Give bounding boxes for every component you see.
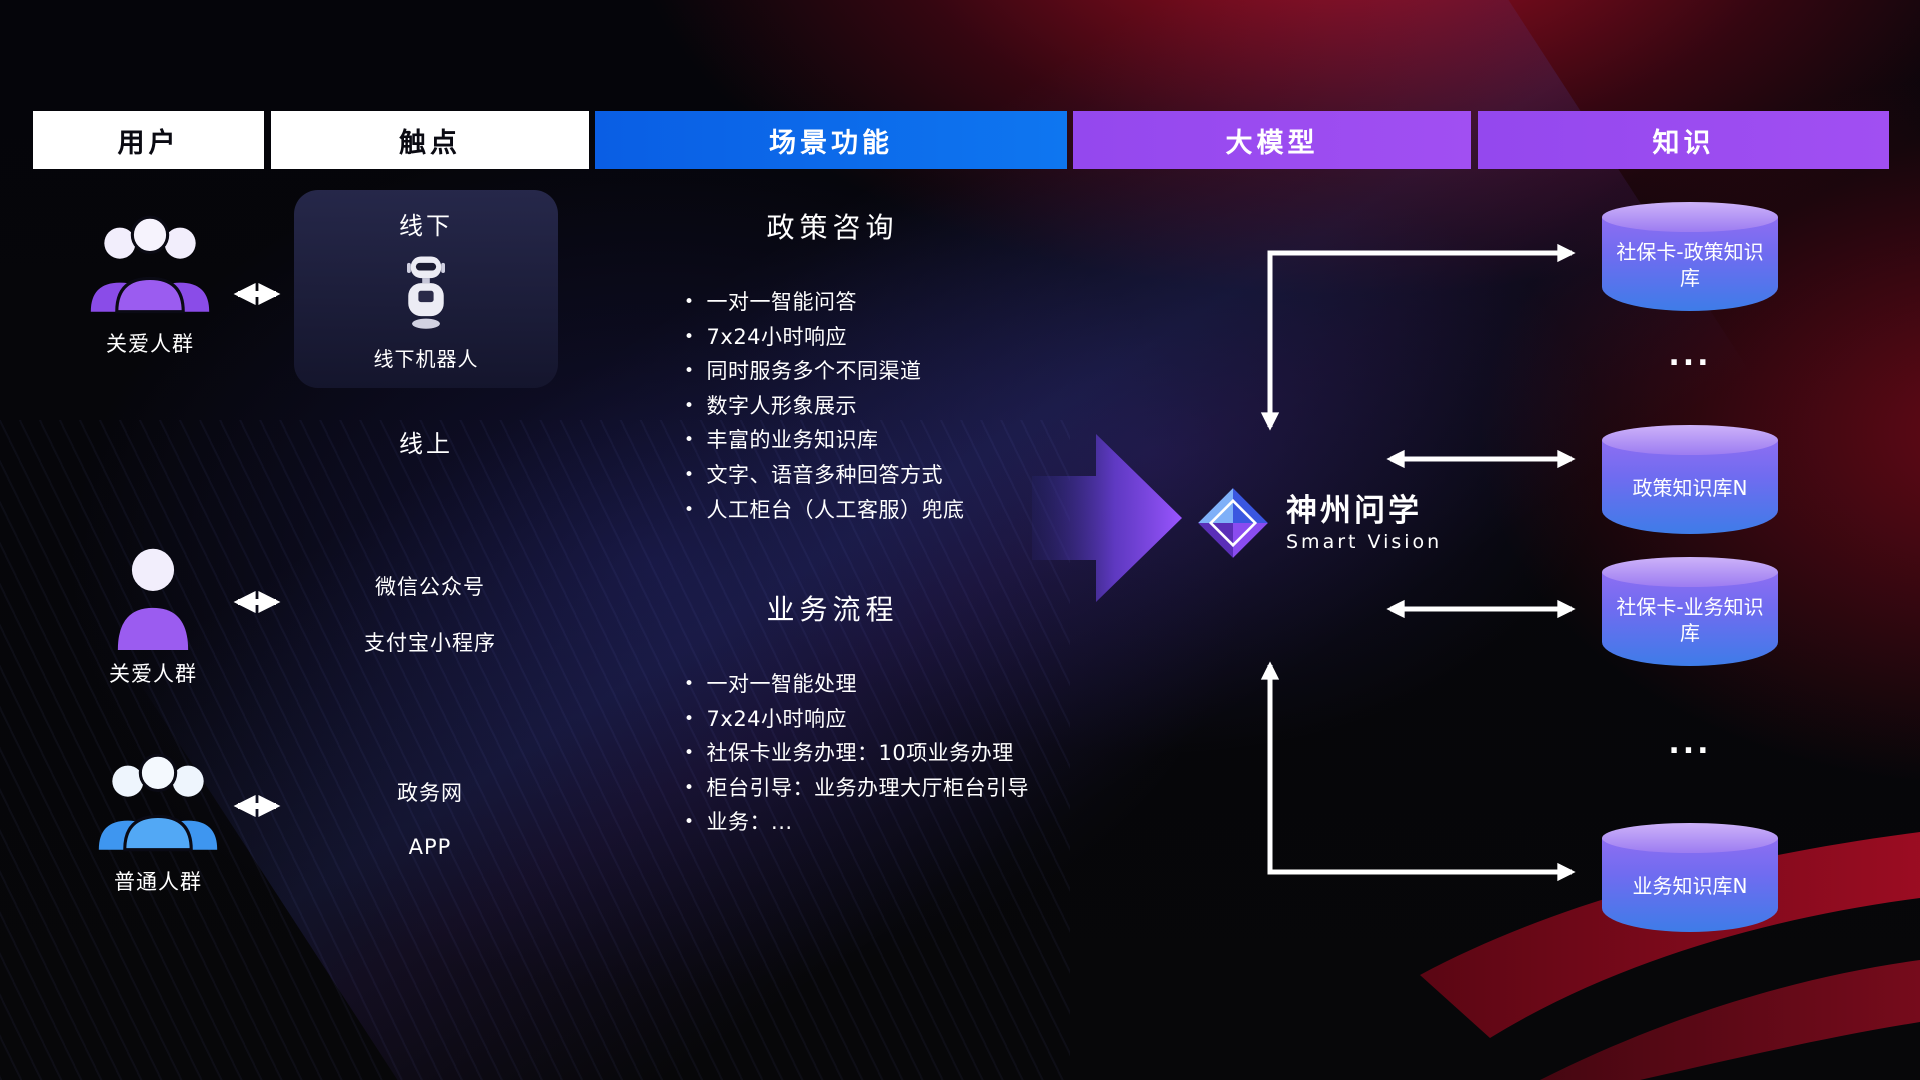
column-header-knowledge: 知识 (1478, 111, 1889, 169)
scene-bullet: 业务：... (684, 806, 1065, 841)
scene-title: 政策咨询 (766, 211, 899, 244)
brand-text-block: 神州问学 Smart Vision (1286, 494, 1442, 553)
knowledge-db-business-sscard: 社保卡-业务知识库 (1602, 557, 1778, 667)
knowledge-db-label: 政策知识库N (1632, 476, 1748, 500)
knowledge-db-label: 业务知识库N (1632, 874, 1748, 898)
knowledge-ellipsis: ... (1668, 726, 1712, 761)
scene-bullet: 社保卡业务办理：10项业务办理 (684, 737, 1065, 772)
scene-bullet: 一对一智能问答 (684, 286, 1065, 321)
scene-bullet-list: 一对一智能问答 7x24小时响应 同时服务多个不同渠道 数字人形象展示 丰富的业… (600, 286, 1065, 528)
column-header-users-label: 用户 (117, 127, 180, 159)
column-header-users: 用户 (33, 111, 264, 169)
cylinder-top (1602, 425, 1778, 455)
cylinder-body (1602, 572, 1778, 666)
user-group-care-1: 关爱人群 (52, 212, 248, 358)
scene-policy-consulting: 政策咨询 一对一智能问答 7x24小时响应 同时服务多个不同渠道 数字人形象展示… (600, 206, 1065, 528)
knowledge-db-label: 社保卡-业务知识库 (1616, 595, 1764, 645)
scene-bullet: 一对一智能处理 (684, 668, 1065, 703)
knowledge-db-policy-n: 政策知识库N (1602, 425, 1778, 535)
touchpoint-wechat: 微信公众号 (375, 575, 485, 599)
scene-bullet: 数字人形象展示 (684, 390, 1065, 425)
scene-bullet: 人工柜台（人工客服）兜底 (684, 494, 1065, 529)
user-group-general: 普通人群 (60, 750, 256, 896)
scene-bullet: 文字、语音多种回答方式 (684, 459, 1065, 494)
column-header-touchpoints: 触点 (271, 111, 589, 169)
online-title: 线上 (399, 430, 453, 458)
user-label: 普通人群 (114, 870, 202, 894)
scene-business-process: 业务流程 一对一智能处理 7x24小时响应 社保卡业务办理：10项业务办理 柜台… (600, 588, 1065, 841)
touchpoint-gov-web: 政务网 (397, 781, 463, 805)
offline-robot-label: 线下机器人 (373, 347, 479, 371)
user-single-care: 关爱人群 (55, 546, 251, 688)
flow-arrow-to-model (1032, 434, 1182, 602)
knowledge-ellipsis: ... (1668, 338, 1712, 373)
column-header-scenes: 场景功能 (595, 111, 1067, 169)
scene-title: 业务流程 (766, 593, 899, 626)
smart-vision-brand: 神州问学 Smart Vision (1196, 486, 1442, 560)
cylinder-body (1602, 838, 1778, 932)
people-group-blue-icon (98, 753, 218, 852)
scene-bullet: 7x24小时响应 (684, 703, 1065, 738)
robot-icon (407, 256, 445, 329)
scene-bullet: 丰富的业务知识库 (684, 424, 1065, 459)
offline-touchpoint-card: 线下 线下机器人 (294, 190, 558, 388)
knowledge-db-business-n: 业务知识库N (1602, 823, 1778, 933)
user-label: 关爱人群 (106, 332, 194, 356)
cylinder-top (1602, 823, 1778, 853)
cylinder-top (1602, 557, 1778, 587)
scene-bullet: 7x24小时响应 (684, 321, 1065, 356)
cylinder-body (1602, 440, 1778, 534)
column-header-model: 大模型 (1073, 111, 1471, 169)
brand-name: 神州问学 (1286, 492, 1422, 529)
brand-subtitle: Smart Vision (1286, 530, 1443, 553)
user-label: 关爱人群 (109, 662, 197, 686)
scene-bullet: 柜台引导：业务办理大厅柜台引导 (684, 772, 1065, 807)
scene-bullet: 同时服务多个不同渠道 (684, 355, 1065, 390)
smart-vision-logo-icon (1198, 488, 1268, 558)
column-header-scenes-label: 场景功能 (769, 127, 893, 159)
column-header-model-label: 大模型 (1225, 127, 1319, 159)
cylinder-top (1602, 202, 1778, 232)
knowledge-db-policy-sscard: 社保卡-政策知识库 (1602, 202, 1778, 312)
column-header-touchpoints-label: 触点 (399, 127, 461, 159)
knowledge-db-label: 社保卡-政策知识库 (1616, 240, 1764, 290)
person-purple-icon (117, 548, 189, 650)
touchpoint-app: APP (408, 835, 452, 859)
red-swoosh-decoration (1420, 832, 1920, 1080)
scene-bullet-list: 一对一智能处理 7x24小时响应 社保卡业务办理：10项业务办理 柜台引导：业务… (600, 668, 1065, 841)
column-header-knowledge-label: 知识 (1652, 127, 1715, 159)
touchpoint-alipay: 支付宝小程序 (364, 631, 496, 655)
offline-title: 线下 (399, 212, 453, 240)
people-group-purple-icon (90, 215, 210, 314)
cylinder-body (1602, 217, 1778, 311)
